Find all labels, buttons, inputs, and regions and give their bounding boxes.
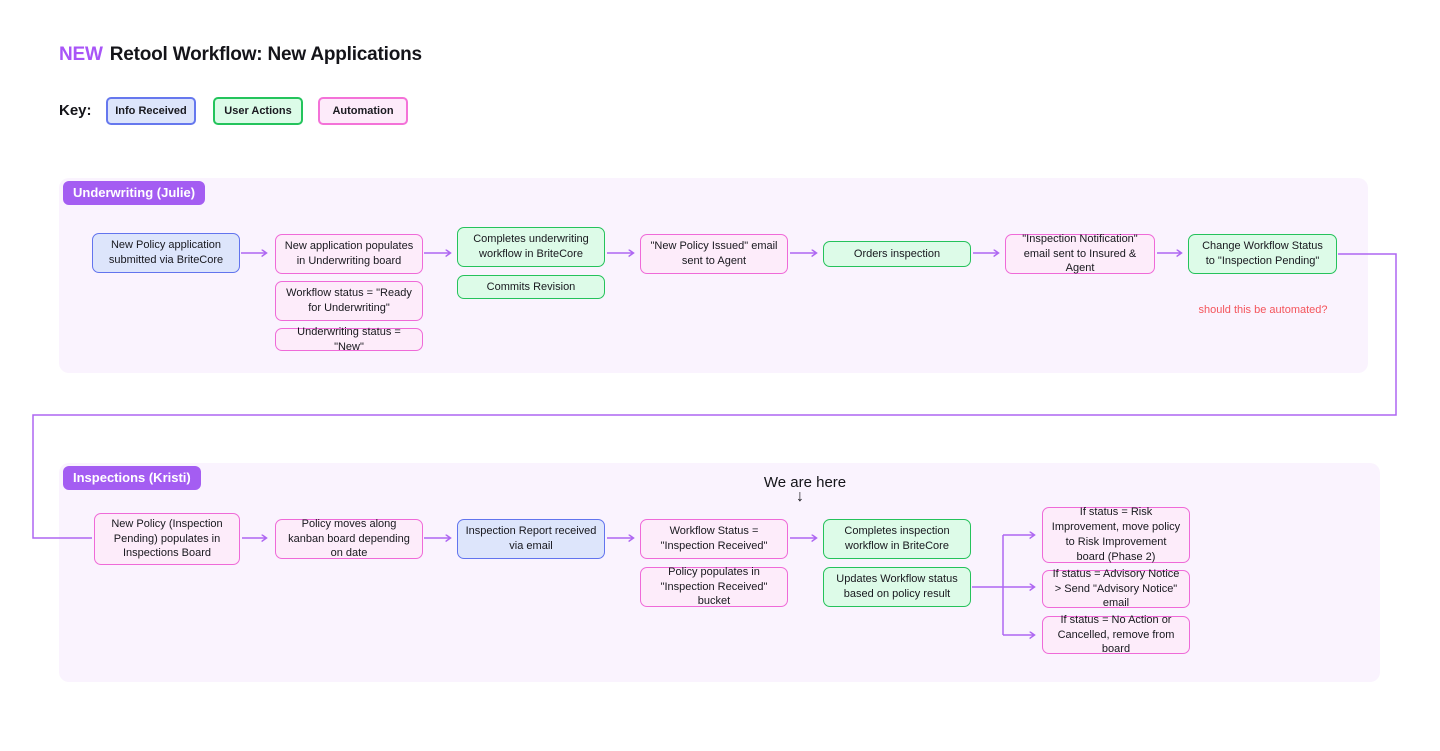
flow-node-change-workflow-status: Change Workflow Status to "Inspection Pe… bbox=[1188, 234, 1337, 274]
down-arrow-icon: ↓ bbox=[796, 488, 804, 505]
flow-node-completes-underwriting-workflow: Completes underwriting workflow in Brite… bbox=[457, 227, 605, 267]
flow-node-if-advisory-notice: If status = Advisory Notice > Send "Advi… bbox=[1042, 568, 1190, 609]
title-highlight: NEW bbox=[59, 44, 103, 65]
flow-node-populates-inspections-board: New Policy (Inspection Pending) populate… bbox=[94, 513, 240, 565]
flow-node-workflow-status-inspection-received: Workflow Status = "Inspection Received" bbox=[640, 519, 788, 559]
flow-node-underwriting-status-new: Underwriting status = "New" bbox=[275, 326, 423, 353]
flow-node-policy-moves-kanban: Policy moves along kanban board dependin… bbox=[275, 518, 423, 559]
legend-item-user-actions: User Actions bbox=[213, 97, 303, 125]
legend-label: Key: bbox=[59, 102, 92, 119]
page-title: NEW Retool Workflow: New Applications bbox=[59, 44, 422, 66]
legend-item-info-received: Info Received bbox=[106, 97, 196, 125]
flow-node-populates-underwriting-board: New application populates in Underwritin… bbox=[275, 234, 423, 274]
flow-node-new-policy-issued-email: "New Policy Issued" email sent to Agent bbox=[640, 234, 788, 274]
flow-node-orders-inspection: Orders inspection bbox=[823, 241, 971, 267]
annotation-automate-question: should this be automated? bbox=[1198, 304, 1328, 316]
lane-badge-inspections: Inspections (Kristi) bbox=[63, 466, 201, 490]
flow-node-if-risk-improvement: If status = Risk Improvement, move polic… bbox=[1042, 506, 1190, 563]
flow-node-updates-workflow-status: Updates Workflow status based on policy … bbox=[823, 567, 971, 607]
flow-node-completes-inspection-workflow: Completes inspection workflow in BriteCo… bbox=[823, 519, 971, 559]
lane-badge-underwriting: Underwriting (Julie) bbox=[63, 181, 206, 205]
title-text: Retool Workflow: New Applications bbox=[109, 44, 422, 65]
flow-node-inspection-report-received: Inspection Report received via email bbox=[457, 519, 605, 559]
flow-node-new-policy-application: New Policy application submitted via Bri… bbox=[92, 233, 240, 273]
legend-item-automation: Automation bbox=[318, 97, 408, 125]
flow-node-policy-populates-bucket: Policy populates in "Inspection Received… bbox=[640, 566, 788, 607]
flow-node-inspection-notification-email: "Inspection Notification" email sent to … bbox=[1005, 233, 1155, 274]
flow-node-if-no-action: If status = No Action or Cancelled, remo… bbox=[1042, 614, 1190, 655]
lane-underwriting bbox=[59, 178, 1368, 373]
flow-node-workflow-status-ready: Workflow status = "Ready for Underwritin… bbox=[275, 281, 423, 321]
flow-node-commits-revision: Commits Revision bbox=[457, 275, 605, 299]
